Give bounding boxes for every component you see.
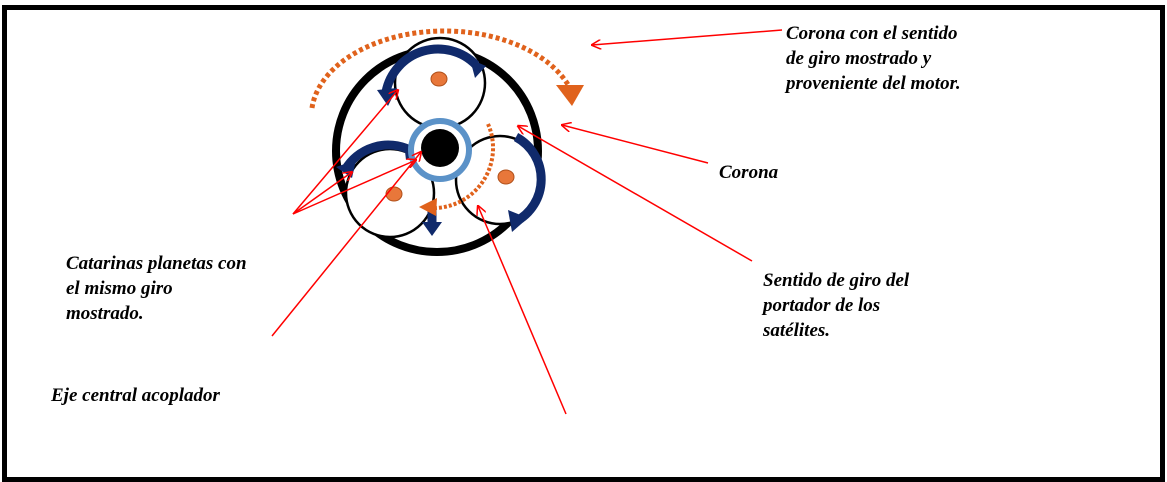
diagram-frame xyxy=(2,5,1165,482)
leader-corona xyxy=(562,125,709,164)
carrier-rotation-arrowhead xyxy=(419,198,437,216)
leader-catarinas-2 xyxy=(292,172,352,215)
carrier-rotation-arrow xyxy=(429,123,496,211)
label-corona-sentido: Corona con el sentido de giro mostrado y… xyxy=(786,23,961,94)
leader-eje xyxy=(271,152,421,337)
planet-arrowhead-bottom xyxy=(422,222,442,236)
planet-pin-left xyxy=(385,186,403,202)
label-corona: Corona xyxy=(719,162,779,183)
leader-catarinas-1 xyxy=(292,90,398,215)
leader-lines xyxy=(271,29,783,415)
label-eje-central: Eje central acoplador xyxy=(51,385,220,406)
planet-gear-top xyxy=(377,36,487,130)
planet-pin-top xyxy=(430,71,448,87)
leader-catarinas-3 xyxy=(292,160,416,215)
central-shaft xyxy=(421,129,459,167)
planet-pin-right xyxy=(497,169,515,185)
ring-rotation-arrow xyxy=(309,28,573,109)
leader-sentido-portador xyxy=(518,126,753,262)
leader-corona-sentido xyxy=(592,29,783,45)
label-sentido-portador: Sentido de giro del portador de los saté… xyxy=(763,270,910,341)
leader-bottom xyxy=(478,206,567,415)
ring-rotation-arrowhead xyxy=(556,85,584,106)
label-catarinas-planetas: Catarinas planetas con el mismo giro mos… xyxy=(66,253,247,324)
